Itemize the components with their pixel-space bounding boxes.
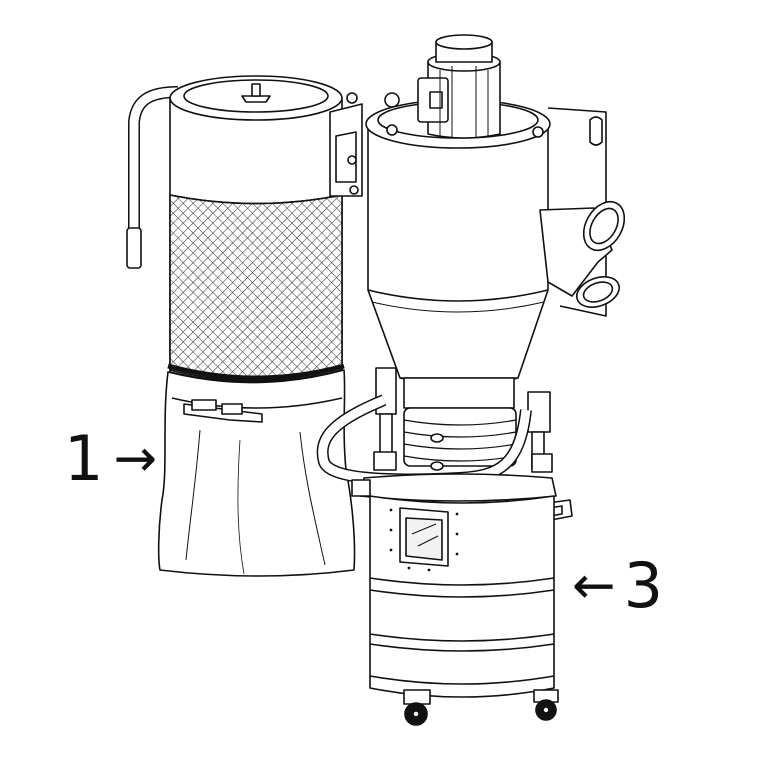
callout-1-number: 1: [64, 422, 104, 495]
callout-1: 1 →: [64, 428, 157, 490]
drum-rivets: [389, 508, 459, 572]
filter-hose: [127, 92, 178, 268]
filter-canister: [168, 76, 344, 382]
inlet-port: [540, 194, 633, 312]
collection-drum: [370, 496, 554, 697]
connector-flange: [330, 93, 399, 196]
collection-bag: [159, 370, 355, 576]
right-arrow-icon: →: [113, 429, 158, 489]
casters: [404, 690, 558, 725]
cyclone-body: [366, 100, 550, 408]
left-arrow-icon: ←: [572, 556, 616, 616]
motor: [418, 35, 500, 138]
callout-3-number: 3: [623, 549, 664, 622]
callout-3: ← 3: [572, 555, 663, 617]
flex-connector: [404, 408, 516, 470]
